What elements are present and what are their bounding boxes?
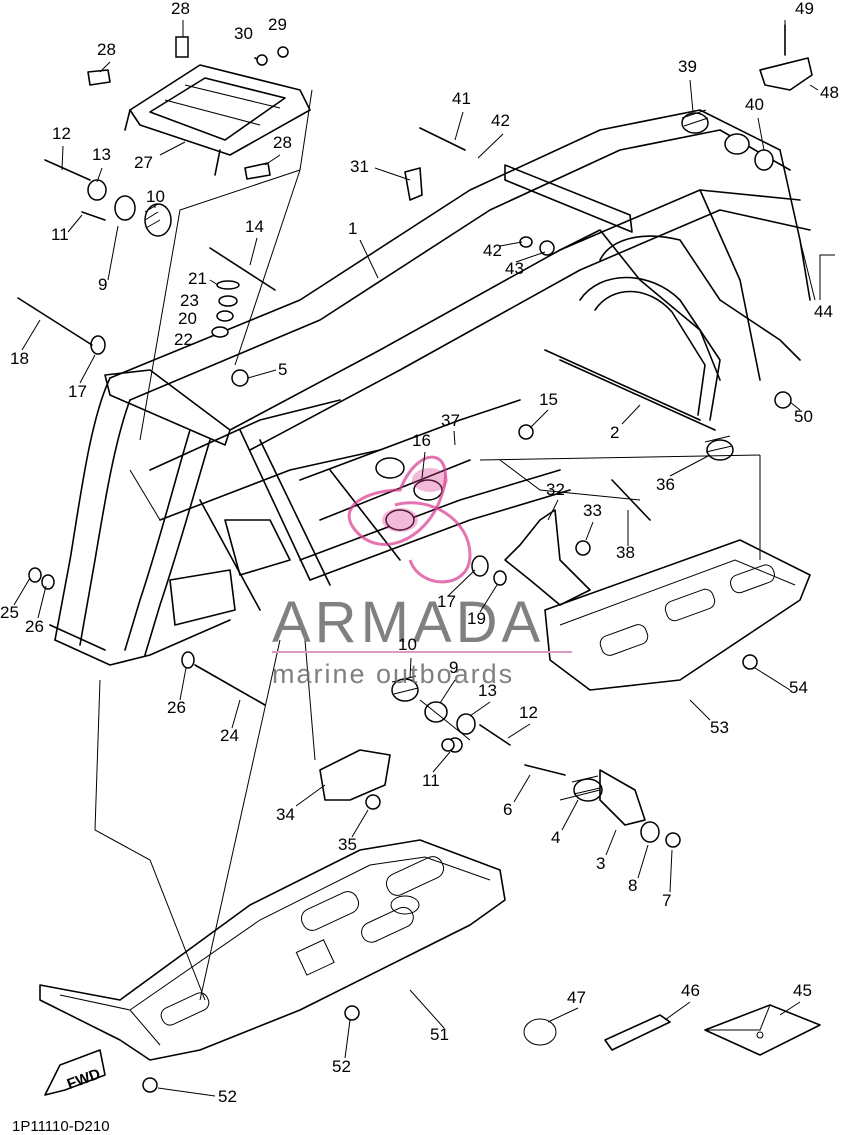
callout-label: 24 (220, 726, 239, 745)
callout-label: 40 (745, 95, 764, 114)
callout-label: 8 (628, 876, 637, 895)
callout-label: 7 (662, 891, 671, 910)
callout-label: 13 (478, 681, 497, 700)
fwd-label: FWD (65, 1065, 103, 1093)
callout-label: 50 (794, 407, 813, 426)
callout-leaders (13, 20, 835, 1097)
watermark-tagline: marine outboards (272, 659, 514, 689)
callout-label: 29 (268, 15, 287, 34)
loose-parts (523, 1004, 821, 1056)
callout-label: 37 (441, 411, 460, 430)
callout-label: 46 (681, 981, 700, 1000)
callout-label: 14 (245, 217, 264, 236)
callout-label: 3 (596, 854, 605, 873)
callout-label: 47 (567, 988, 586, 1007)
callout-label: 23 (180, 291, 199, 310)
callout-label: 20 (178, 309, 197, 328)
callout-label: 28 (171, 0, 190, 18)
callout-label: 17 (437, 592, 456, 611)
callout-label: 6 (503, 800, 512, 819)
callout-label: 21 (188, 269, 207, 288)
rear-skid-plate (544, 539, 811, 691)
watermark-brand: ARMADA (272, 590, 544, 655)
callout-label: 19 (467, 609, 486, 628)
callout-label: 51 (430, 1025, 449, 1044)
callout-label: 5 (278, 360, 287, 379)
callout-label: 27 (134, 153, 153, 172)
callout-label: 9 (98, 275, 107, 294)
callout-label: 11 (51, 225, 69, 244)
callout-label: 16 (412, 431, 431, 450)
callout-label: 33 (583, 501, 602, 520)
callout-label: 45 (793, 981, 812, 1000)
brackets (319, 57, 813, 826)
callout-label: 53 (710, 718, 729, 737)
callout-label: 17 (68, 382, 87, 401)
callout-label: 9 (449, 658, 458, 677)
callout-label: 22 (174, 330, 193, 349)
callout-label: 52 (332, 1057, 351, 1076)
callout-label: 10 (146, 187, 165, 206)
callout-label: 2 (610, 423, 619, 442)
callout-label: 28 (273, 133, 292, 152)
callout-label: 18 (10, 349, 29, 368)
callout-label: 26 (25, 617, 44, 636)
callout-label: 15 (539, 390, 558, 409)
callout-label: 25 (0, 603, 19, 622)
callout-label: 32 (546, 480, 565, 499)
callout-label: 30 (234, 24, 253, 43)
callout-label: 48 (820, 83, 839, 102)
callout-label: 12 (519, 703, 538, 722)
callout-label: 38 (616, 543, 635, 562)
callout-label: 11 (422, 771, 440, 790)
callout-label: 36 (656, 475, 675, 494)
callout-label: 49 (795, 0, 814, 18)
fwd-arrow: FWD (44, 1049, 106, 1096)
bolts (17, 24, 792, 1093)
front-skid-plate (39, 839, 506, 1061)
callout-label: 34 (276, 805, 295, 824)
callout-label: 1 (348, 219, 357, 238)
callout-label: 10 (398, 635, 417, 654)
guide-lines (94, 89, 816, 1001)
callout-label: 4 (551, 828, 560, 847)
callout-label: 44 (814, 302, 833, 321)
callout-label: 41 (452, 89, 471, 108)
callout-label: 13 (92, 145, 111, 164)
callout-labels: 49 48 39 40 28 30 29 28 41 42 31 1 12 13… (0, 0, 839, 1106)
callout-label: 28 (97, 40, 116, 59)
callout-label: 31 (350, 157, 369, 176)
callout-label: 52 (218, 1087, 237, 1106)
diagram-code: 1P11110-D210 (12, 1118, 110, 1135)
callout-label: 12 (52, 124, 71, 143)
callout-label: 54 (789, 678, 808, 697)
seat-bracket (87, 36, 311, 180)
callout-label: 26 (167, 698, 186, 717)
armada-watermark: ARMADA marine outboards (272, 455, 572, 689)
callout-label: 39 (678, 57, 697, 76)
callout-label: 43 (505, 259, 524, 278)
bushings (28, 109, 774, 843)
callout-label: 35 (338, 835, 357, 854)
callout-label: 42 (491, 111, 510, 130)
callout-label: 42 (483, 241, 502, 260)
